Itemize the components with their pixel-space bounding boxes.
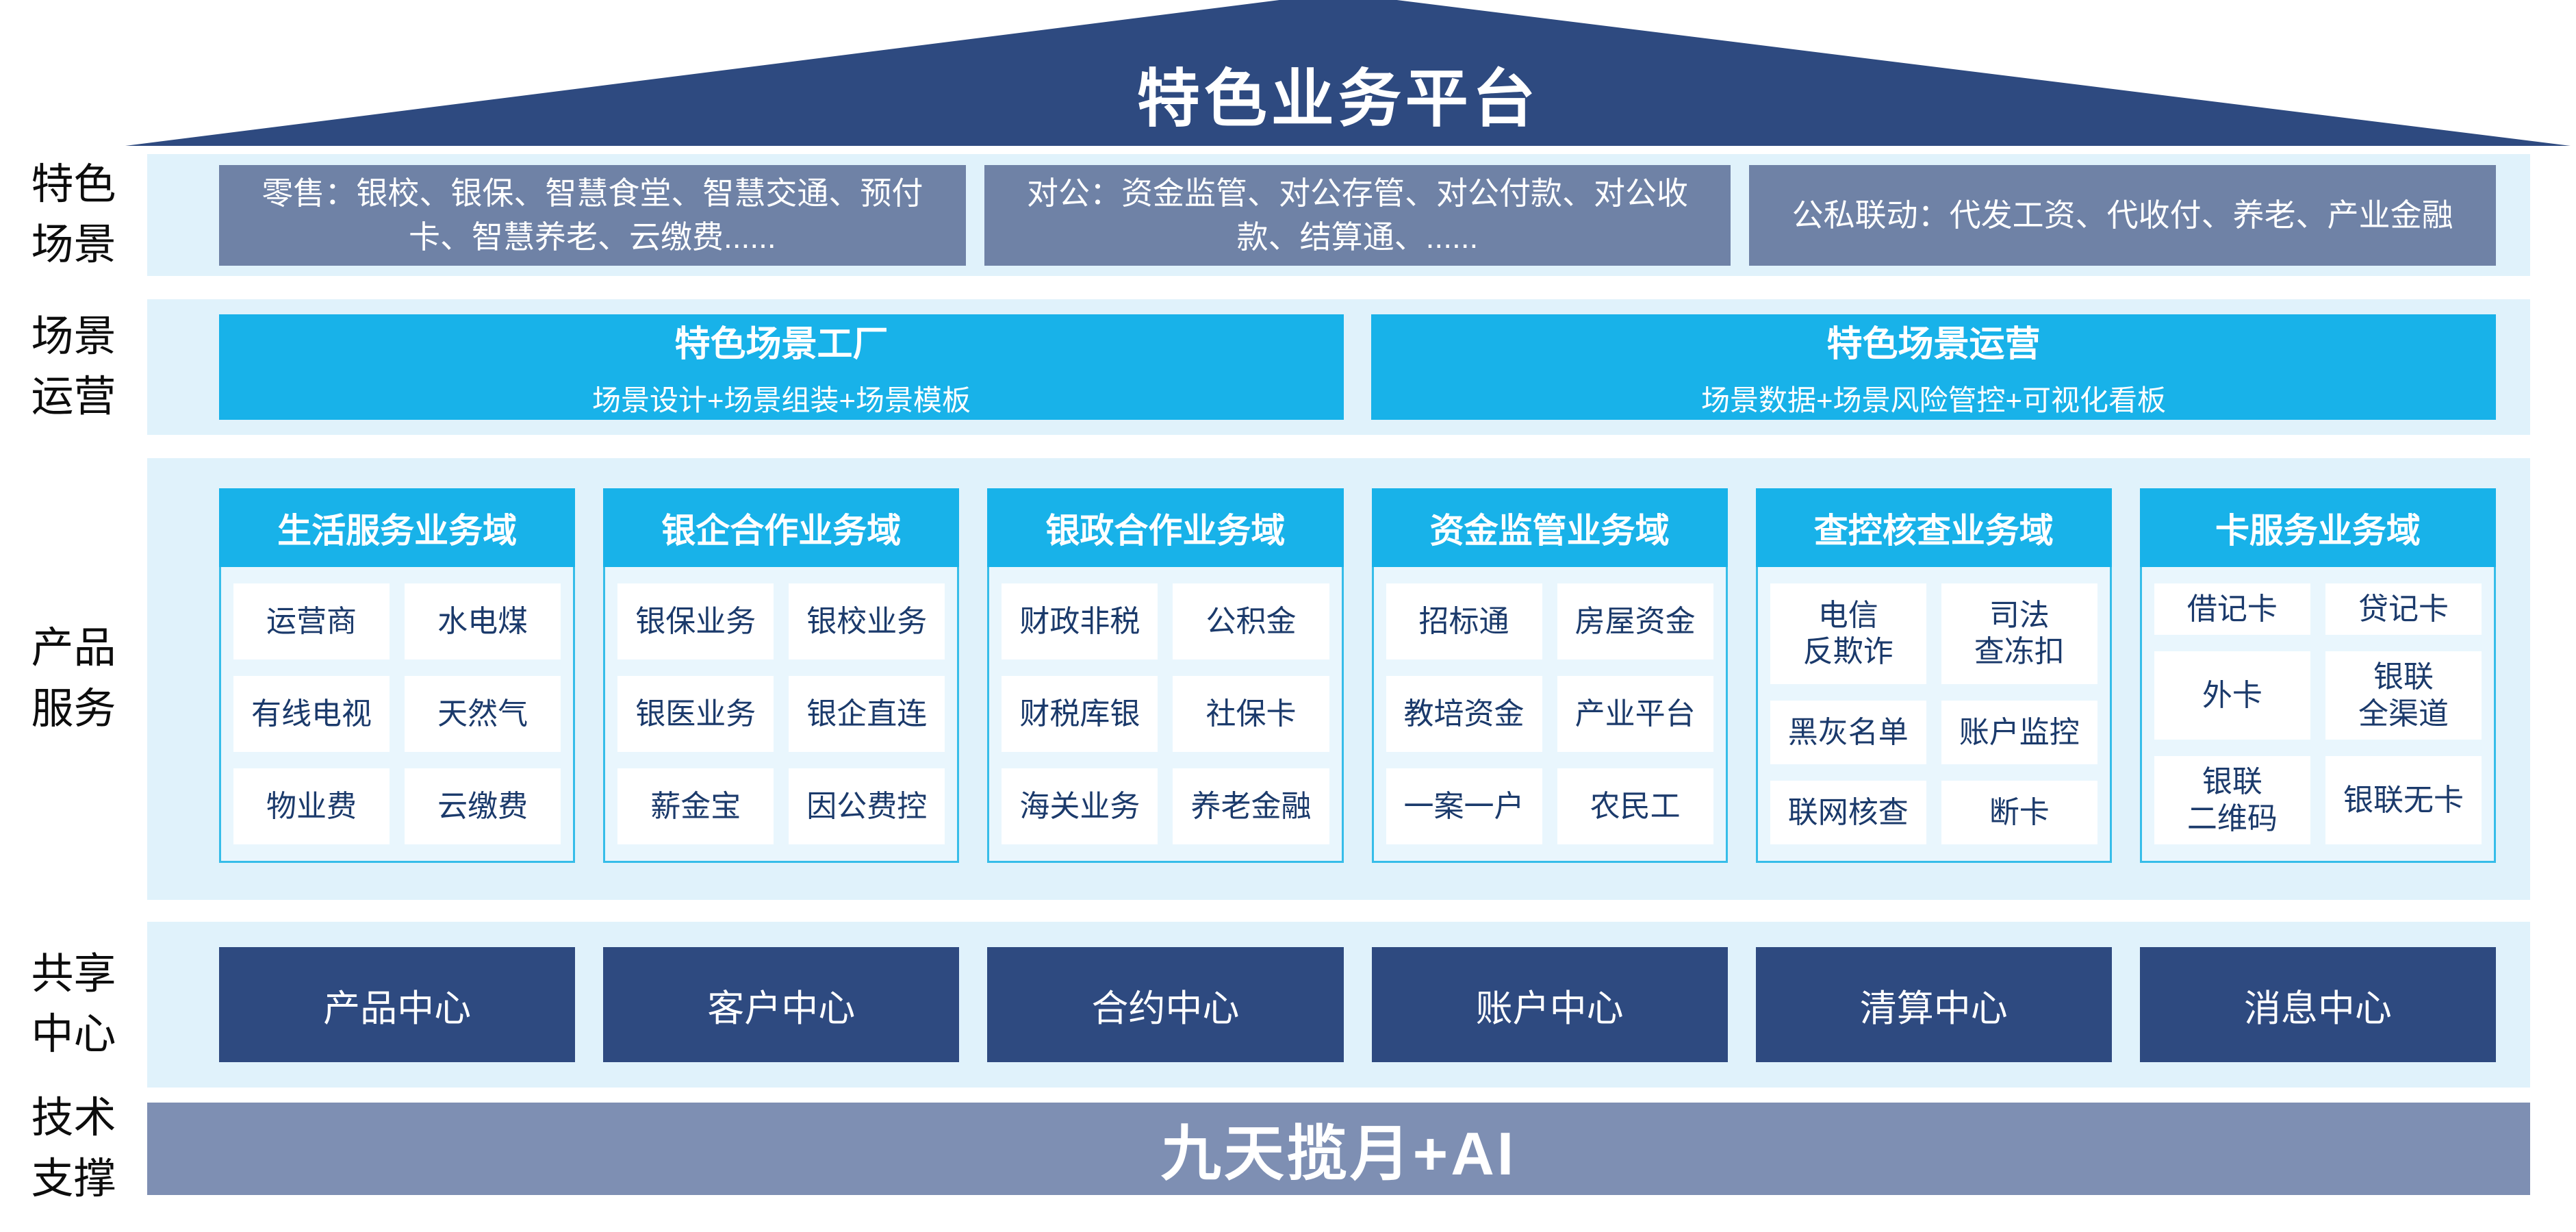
side-label-scene: 特色 场景 [31,160,116,268]
product-cell: 招标通 [1386,583,1542,659]
product-column-body: 财政非税 公积金 财税库银 社保卡 海关业务 养老金融 [987,567,1344,863]
product-cell: 运营商 [233,583,390,659]
product-cell: 银联 二维码 [2154,756,2310,844]
product-column-bank-enterprise: 银企合作业务域 银保业务 银校业务 银医业务 银企直连 薪金宝 因公费控 [603,488,960,863]
product-column-bank-government: 银政合作业务域 财政非税 公积金 财税库银 社保卡 海关业务 养老金融 [987,488,1344,863]
product-cell: 贷记卡 [2325,583,2482,636]
product-column-header: 资金监管业务域 [1371,488,1728,567]
operation-box-operate: 特色场景运营 场景数据+场景风险管控+可视化看板 [1371,314,2496,420]
center-box-clearing: 清算中心 [1755,947,2112,1062]
product-column-header: 银企合作业务域 [603,488,960,567]
product-cell: 社保卡 [1173,676,1329,752]
product-cell: 水电煤 [405,583,561,659]
product-cell: 银企直连 [789,676,945,752]
product-cell: 司法 查冻扣 [1941,583,2097,684]
operation-box-subtitle: 场景数据+场景风险管控+可视化看板 [1700,384,2167,416]
product-cell: 房屋资金 [1557,583,1713,659]
product-cell: 养老金融 [1173,768,1329,844]
scene-box-retail: 零售：银校、银保、智慧食堂、智慧交通、预付卡、智慧养老、云缴费...... [219,164,966,266]
product-cell: 银联无卡 [2325,756,2482,844]
scene-box-corporate: 对公：资金监管、对公存管、对公付款、对公收款、结算通、...... [984,164,1731,266]
product-cell: 银联 全渠道 [2325,651,2482,740]
side-label-operation: 场景 运营 [31,312,116,420]
side-label-tech: 技术 支撑 [31,1094,116,1203]
scene-box-linkage: 公私联动：代发工资、代收付、养老、产业金融 [1749,164,2497,266]
product-column-life-service: 生活服务业务域 运营商 水电煤 有线电视 天然气 物业费 云缴费 [219,488,576,863]
product-cell: 一案一户 [1386,768,1542,844]
product-cell: 因公费控 [789,768,945,844]
product-column-header: 卡服务业务域 [2139,488,2497,567]
product-cell: 联网核查 [1770,780,1926,844]
product-column-fund-supervision: 资金监管业务域 招标通 房屋资金 教培资金 产业平台 一案一户 农民工 [1371,488,1728,863]
product-column-inquiry-control: 查控核查业务域 电信 反欺诈 司法 查冻扣 黑灰名单 账户监控 联网核查 断卡 [1755,488,2112,863]
product-cell: 银校业务 [789,583,945,659]
center-box-contract: 合约中心 [987,947,1344,1062]
product-column-body: 借记卡 贷记卡 外卡 银联 全渠道 银联 二维码 银联无卡 [2139,567,2497,863]
product-cell: 物业费 [233,768,390,844]
operation-band: 特色场景工厂 场景设计+场景组装+场景模板 特色场景运营 场景数据+场景风险管控… [147,299,2530,435]
product-column-body: 招标通 房屋资金 教培资金 产业平台 一案一户 农民工 [1371,567,1728,863]
product-cell: 财政非税 [1002,583,1158,659]
product-column-header: 银政合作业务域 [987,488,1344,567]
side-label-center: 共享 中心 [31,950,116,1058]
product-cell: 云缴费 [405,768,561,844]
product-cell: 断卡 [1941,780,2097,844]
product-cell: 薪金宝 [617,768,774,844]
product-cell: 海关业务 [1002,768,1158,844]
product-cell: 账户监控 [1941,700,2097,764]
product-cell: 产业平台 [1557,676,1713,752]
product-cell: 公积金 [1173,583,1329,659]
platform-roof: 特色业务平台 [125,0,2571,146]
product-cell: 黑灰名单 [1770,700,1926,764]
product-cell: 银医业务 [617,676,774,752]
operation-box-subtitle: 场景设计+场景组装+场景模板 [591,384,971,416]
product-column-body: 电信 反欺诈 司法 查冻扣 黑灰名单 账户监控 联网核查 断卡 [1755,567,2112,863]
scene-band: 零售：银校、银保、智慧食堂、智慧交通、预付卡、智慧养老、云缴费...... 对公… [147,154,2530,276]
product-cell: 电信 反欺诈 [1770,583,1926,684]
operation-box-factory: 特色场景工厂 场景设计+场景组装+场景模板 [219,314,1344,420]
product-column-header: 生活服务业务域 [219,488,576,567]
side-label-product: 产品 服务 [31,625,116,733]
product-cell: 农民工 [1557,768,1713,844]
product-column-card-service: 卡服务业务域 借记卡 贷记卡 外卡 银联 全渠道 银联 二维码 银联无卡 [2139,488,2497,863]
center-box-message: 消息中心 [2139,947,2497,1062]
product-column-header: 查控核查业务域 [1755,488,2112,567]
product-cell: 外卡 [2154,651,2310,740]
platform-title: 特色业务平台 [1136,64,1540,134]
product-cell: 有线电视 [233,676,390,752]
center-band: 产品中心 客户中心 合约中心 账户中心 清算中心 消息中心 [147,922,2530,1088]
product-cell: 银保业务 [617,583,774,659]
operation-box-title: 特色场景工厂 [674,325,889,364]
product-column-body: 银保业务 银校业务 银医业务 银企直连 薪金宝 因公费控 [603,567,960,863]
product-cell: 借记卡 [2154,583,2310,636]
center-box-account: 账户中心 [1371,947,1728,1062]
product-column-body: 运营商 水电煤 有线电视 天然气 物业费 云缴费 [219,567,576,863]
product-band: 生活服务业务域 运营商 水电煤 有线电视 天然气 物业费 云缴费 银企合作业务域… [147,458,2530,900]
product-cell: 教培资金 [1386,676,1542,752]
center-box-customer: 客户中心 [603,947,960,1062]
tech-support-bar: 九天揽月+AI [147,1103,2530,1195]
product-cell: 财税库银 [1002,676,1158,752]
center-box-product: 产品中心 [219,947,576,1062]
operation-box-title: 特色场景运营 [1826,325,2041,364]
product-cell: 天然气 [405,676,561,752]
